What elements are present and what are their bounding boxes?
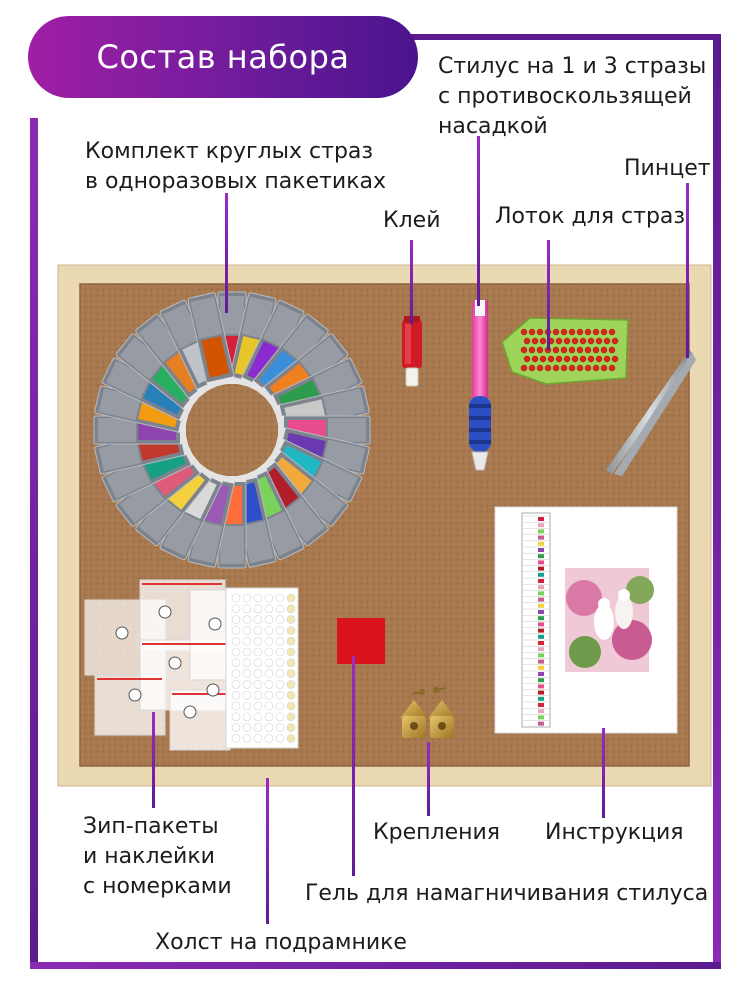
label-glue: Клей (383, 208, 441, 233)
tray-leader-line (547, 240, 550, 350)
label-rhinestones: Комплект круглых страз в одноразовых пак… (85, 137, 386, 197)
label-tweezers: Пинцет (624, 156, 711, 181)
rhinestones-leader-line (225, 193, 228, 313)
frame-left-border (30, 118, 38, 968)
canvas-leader-line (266, 778, 269, 924)
mounts-leader-line (427, 742, 430, 816)
frame-right-border (713, 34, 721, 968)
glue-tube (402, 316, 422, 387)
label-zip-bags: Зип-пакеты и наклейки с номерками (83, 812, 232, 902)
label-zip-bags-line-3: с номерками (83, 874, 232, 899)
label-canvas: Холст на подрамнике (155, 930, 407, 955)
label-zip-bags-line-2: и наклейки (83, 844, 215, 869)
tweezers (606, 350, 696, 476)
frame-top-border (410, 34, 721, 40)
page-title: Состав набора (28, 16, 418, 98)
label-instructions: Инструкция (545, 820, 684, 845)
label-zip-bags-line-1: Зип-пакеты (83, 814, 219, 839)
gel-leader-line (352, 656, 355, 876)
label-stylus-line-1: Стилус на 1 и 3 стразы (438, 54, 707, 79)
zip-bags (84, 579, 246, 751)
label-tray: Лоток для страз (495, 204, 686, 229)
magnetizing-gel (337, 618, 385, 664)
label-stylus-line-3: насадкой (438, 114, 548, 139)
label-gel: Гель для намагничивания стилуса (305, 881, 709, 906)
number-sticker-sheet (225, 587, 299, 749)
stylus-pen (469, 300, 491, 471)
label-stylus-line-2: с противоскользящей (438, 84, 692, 109)
frame-bottom-border (30, 962, 721, 969)
zip-bags-leader-line (152, 712, 155, 808)
hanging-mounts (400, 687, 456, 738)
instruction-sheet (494, 506, 678, 734)
rhinestone-packets (93, 291, 371, 569)
tweezers-leader-line (686, 183, 689, 358)
label-mounts: Крепления (373, 820, 501, 845)
label-stylus: Стилус на 1 и 3 стразы с противоскользящ… (438, 52, 706, 142)
instructions-leader-line (602, 728, 605, 818)
glue-leader-line (410, 240, 413, 324)
label-rhinestones-line-1: Комплект круглых страз (85, 139, 374, 164)
rhinestone-tray (501, 317, 629, 385)
stylus-leader-line (477, 136, 480, 306)
label-rhinestones-line-2: в одноразовых пакетиках (85, 169, 387, 194)
